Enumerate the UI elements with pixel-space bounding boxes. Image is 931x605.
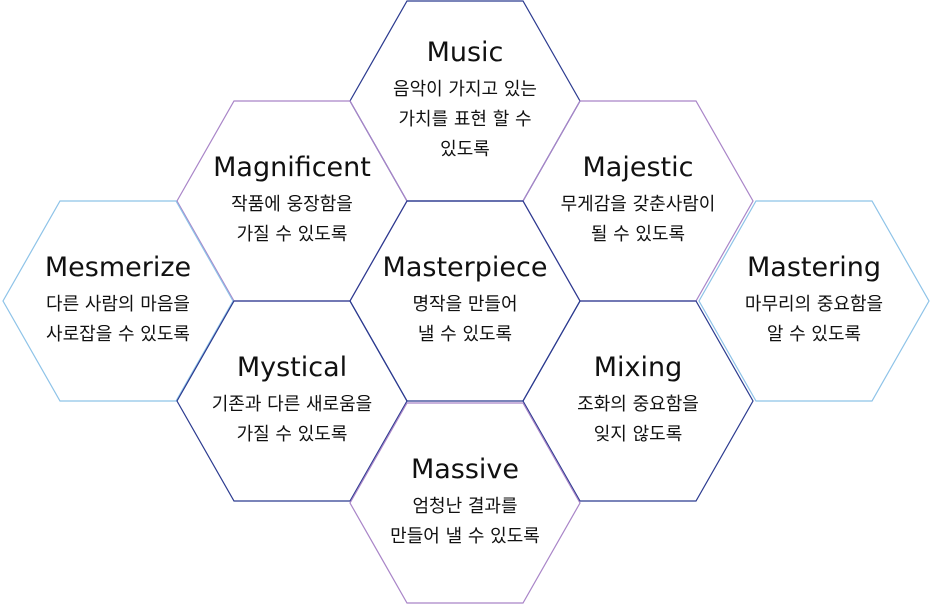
hex-mastering-title: Mastering xyxy=(747,252,881,283)
hex-massive-desc: 엄청난 결과를 만들어 낼 수 있도록 xyxy=(390,496,540,547)
hex-mastering-desc: 마무리의 중요함을 알 수 있도록 xyxy=(744,294,884,345)
hex-mystical-shape xyxy=(176,300,408,502)
hex-masterpiece: Masterpiece 명작을 만들어 낼 수 있도록 xyxy=(349,200,581,402)
hex-mixing-shape xyxy=(522,300,754,502)
hex-massive: Massive 엄청난 결과를 만들어 낼 수 있도록 xyxy=(349,402,581,604)
hex-massive-shape xyxy=(349,402,581,604)
hex-mesmerize-desc: 다른 사람의 마음을 사로잡을 수 있도록 xyxy=(46,294,190,345)
hex-majestic-desc: 무게감을 갖춘사람이 될 수 있도록 xyxy=(560,194,716,245)
hex-massive-title: Massive xyxy=(410,454,520,485)
hex-magnificent: Magnificent 작품에 웅장함을 가질 수 있도록 xyxy=(176,100,408,302)
hex-mystical: Mystical 기존과 다른 새로움을 가질 수 있도록 xyxy=(176,300,408,502)
hex-mesmerize-shape xyxy=(2,200,234,402)
hex-mixing: Mixing 조화의 중요함을 잊지 않도록 xyxy=(522,300,754,502)
hex-masterpiece-title: Masterpiece xyxy=(382,252,548,283)
hex-mixing-title: Mixing xyxy=(593,352,683,383)
hex-mystical-desc: 기존과 다른 새로움을 가질 수 있도록 xyxy=(211,394,373,445)
hex-mastering-shape xyxy=(698,200,930,402)
hex-mixing-desc: 조화의 중요함을 잊지 않도록 xyxy=(577,394,699,445)
hex-mesmerize: Mesmerize 다른 사람의 마음을 사로잡을 수 있도록 xyxy=(2,200,234,402)
hex-magnificent-desc: 작품에 웅장함을 가질 수 있도록 xyxy=(231,194,353,245)
hex-magnificent-title: Magnificent xyxy=(213,152,371,183)
hex-music-desc: 음악이 가지고 있는 가치를 표현 할 수 있도록 xyxy=(393,79,537,160)
hex-masterpiece-desc: 명작을 만들어 낼 수 있도록 xyxy=(412,294,518,345)
hex-mastering: Mastering 마무리의 중요함을 알 수 있도록 xyxy=(698,200,930,402)
hex-mesmerize-title: Mesmerize xyxy=(44,252,192,283)
hex-mystical-title: Mystical xyxy=(236,352,348,383)
hex-music: Music 음악이 가지고 있는 가치를 표현 할 수 있도록 xyxy=(349,0,581,202)
hex-majestic-title: Majestic xyxy=(582,152,694,183)
hex-music-title: Music xyxy=(426,37,504,68)
